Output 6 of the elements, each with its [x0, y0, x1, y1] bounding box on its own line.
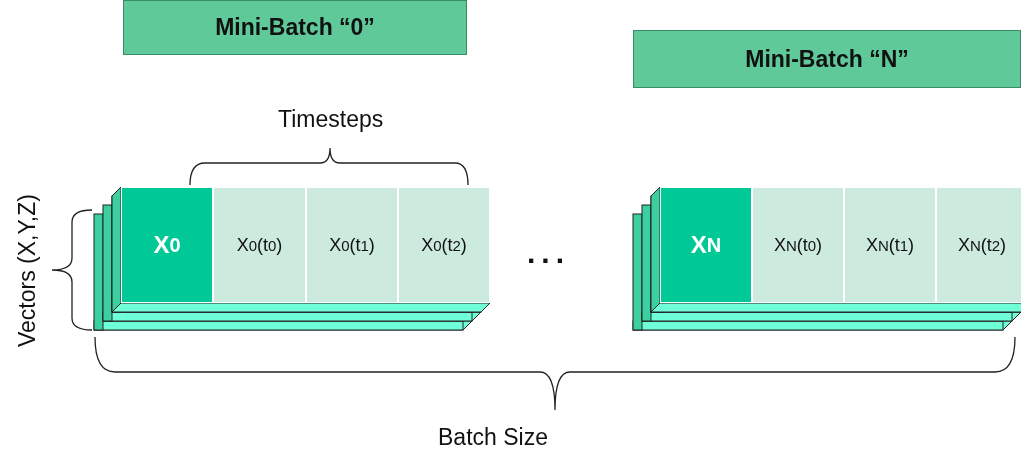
mini-batch-box: Mini-Batch “0”: [123, 0, 467, 55]
axis-label: Batch Size: [438, 424, 548, 451]
timesteps-label: Timesteps: [278, 106, 384, 133]
mini-batch-box: Mini-Batch “N”: [633, 30, 1021, 88]
axis-label: Vectors (X,Y,Z): [14, 193, 41, 347]
ellipsis: ...: [527, 236, 570, 270]
